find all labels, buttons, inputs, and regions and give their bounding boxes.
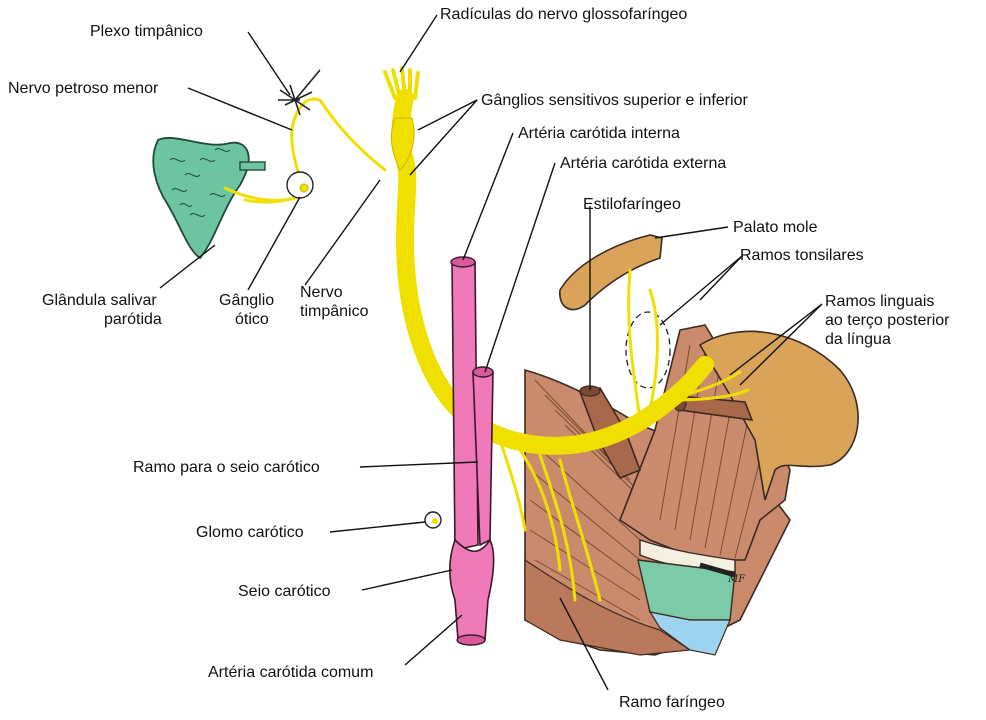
labels: Plexo timpânico Nervo petroso menor Radí… (8, 6, 950, 711)
label-radiculas: Radículas do nervo glossofaríngeo (440, 6, 687, 23)
leader-lines (159, 14, 823, 691)
tympanic-plexus (278, 69, 321, 116)
label-ganglio-otico-2: ótico (235, 311, 269, 328)
laryngeal-cartilage (637, 539, 736, 656)
label-glandula-1: Glândula salivar (42, 292, 157, 309)
label-carotida-comum: Artéria carótida comum (208, 664, 373, 681)
otic-ganglion-core (299, 183, 309, 193)
label-nervo-petroso-menor: Nervo petroso menor (8, 80, 159, 97)
artist-signature: MF (727, 574, 746, 585)
carotid-body-core (432, 518, 438, 524)
label-ramo-faringeo: Ramo faríngeo (619, 694, 725, 711)
label-seio: Seio carótico (238, 583, 331, 600)
parotid-gland (152, 137, 266, 260)
label-arteria-carotida-externa: Artéria carótida externa (560, 155, 726, 172)
soft-palate (559, 234, 663, 311)
label-ramos-tonsilares: Ramos tonsilares (740, 247, 864, 264)
label-palato-mole: Palato mole (733, 219, 818, 236)
label-ramos-linguais-2: ao terço posterior (825, 312, 950, 329)
carotid-arteries (448, 256, 495, 646)
label-plexo-timpanico: Plexo timpânico (90, 23, 203, 40)
label-nervo-timpanico-2: timpânico (300, 303, 369, 320)
label-nervo-timpanico-1: Nervo (300, 284, 343, 301)
tonsil-outline (625, 311, 671, 389)
label-ganglios-sensitivos: Gânglios sensitivos superior e inferior (481, 92, 748, 109)
label-ramos-linguais-1: Ramos linguais (825, 293, 934, 310)
label-ganglio-otico-1: Gânglio (219, 292, 274, 309)
otic-ganglion (286, 171, 314, 199)
label-ramos-linguais-3: da língua (825, 331, 891, 348)
label-glandula-2: parótida (104, 311, 162, 328)
sensory-ganglia (390, 117, 415, 171)
label-ramo-seio: Ramo para o seio carótico (133, 459, 320, 476)
label-glomo: Glomo carótico (196, 524, 304, 541)
label-estilofaringeo: Estilofaríngeo (583, 196, 681, 213)
label-arteria-carotida-interna: Artéria carótida interna (518, 125, 680, 142)
